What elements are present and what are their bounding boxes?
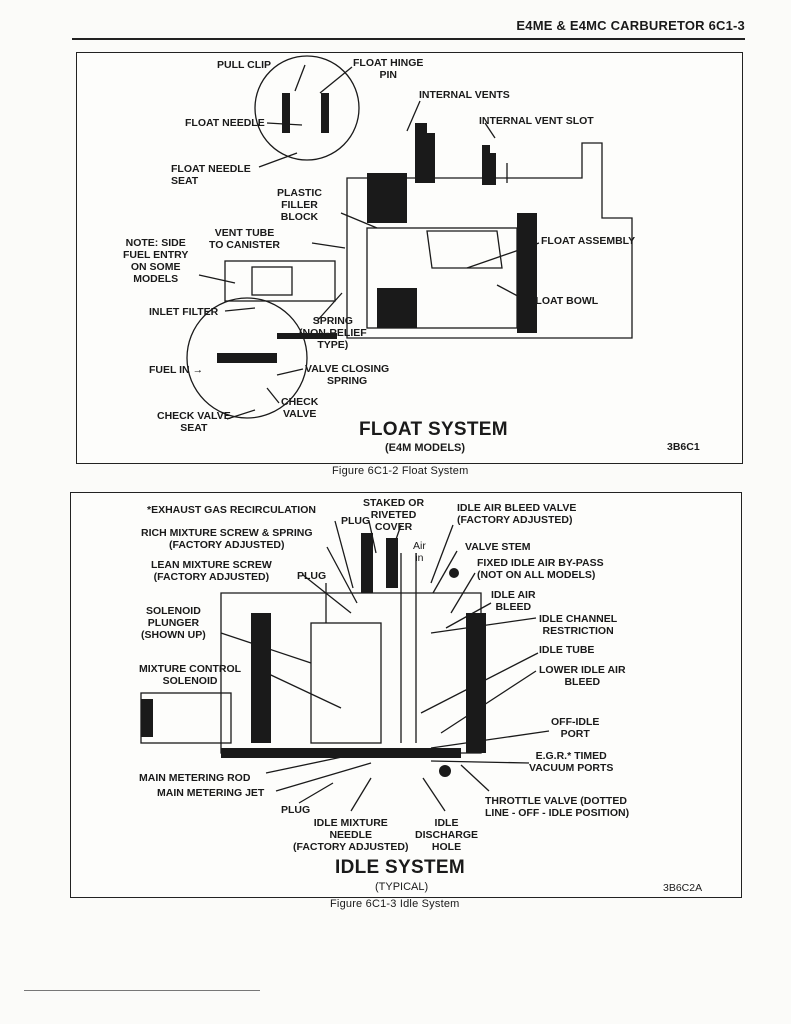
figure2-subtitle: (TYPICAL) <box>375 881 429 893</box>
label-main-metering-rod: MAIN METERING ROD <box>139 772 251 784</box>
label-float-bowl: FLOAT BOWL <box>529 295 599 307</box>
idle-system-drawing <box>140 520 550 812</box>
float-system-drawing <box>186 55 633 420</box>
label-valve-stem: VALVE STEM <box>465 541 531 553</box>
label-float-assembly: FLOAT ASSEMBLY <box>541 235 636 247</box>
label-idle-mixture-needle: IDLE MIXTURE NEEDLE (FACTORY ADJUSTED) <box>293 817 409 853</box>
figure2-code: 3B6C2A <box>663 882 703 894</box>
label-idle-air-bleed: IDLE AIR BLEED <box>491 589 536 613</box>
label-air-in: Air in <box>413 540 426 564</box>
label-spring-non-relief: SPRING (NON-RELIEF TYPE) <box>299 315 367 351</box>
label-off-idle-port: OFF-IDLE PORT <box>551 716 600 740</box>
label-plug-mid: PLUG <box>297 570 327 582</box>
label-idle-air-bleed-valve: IDLE AIR BLEED VALVE (FACTORY ADJUSTED) <box>457 502 577 526</box>
label-float-needle-seat: FLOAT NEEDLE SEAT <box>171 163 251 187</box>
label-valve-closing-spring: VALVE CLOSING SPRING <box>305 363 390 387</box>
label-throttle-valve: THROTTLE VALVE (DOTTED LINE - OFF - IDLE… <box>485 795 630 819</box>
arrow-right-icon: → <box>189 364 204 376</box>
float-system-figure: PULL CLIP FLOAT HINGE PIN INTERNAL VENTS… <box>76 52 743 464</box>
label-fixed-idle-air-bypass: FIXED IDLE AIR BY-PASS (NOT ON ALL MODEL… <box>477 557 604 581</box>
label-plug-top: PLUG <box>341 515 371 527</box>
label-lower-idle-air-bleed: LOWER IDLE AIR BLEED <box>539 664 626 688</box>
label-internal-vents: INTERNAL VENTS <box>419 89 510 101</box>
label-idle-channel-restriction: IDLE CHANNEL RESTRICTION <box>539 613 618 637</box>
label-idle-discharge-hole: IDLE DISCHARGE HOLE <box>415 817 479 853</box>
label-side-fuel-entry-note: NOTE: SIDE FUEL ENTRY ON SOME MODELS <box>123 237 189 285</box>
label-inlet-filter: INLET FILTER <box>149 306 219 318</box>
label-internal-vent-slot: INTERNAL VENT SLOT <box>479 115 594 127</box>
label-idle-tube: IDLE TUBE <box>539 644 595 656</box>
figure1-subtitle: (E4M MODELS) <box>385 442 466 454</box>
label-pull-clip: PULL CLIP <box>217 59 272 71</box>
label-lean-mixture-screw: LEAN MIXTURE SCREW (FACTORY ADJUSTED) <box>151 559 272 583</box>
idle-system-figure: *EXHAUST GAS RECIRCULATION STAKED OR RIV… <box>70 492 742 898</box>
label-plastic-filler-block: PLASTIC FILLER BLOCK <box>277 187 322 223</box>
label-solenoid-plunger: SOLENOID PLUNGER (SHOWN UP) <box>141 605 206 641</box>
figure1-code: 3B6C1 <box>667 441 700 453</box>
label-check-valve-seat: CHECK VALVE SEAT <box>157 410 231 434</box>
bottom-rule <box>24 990 260 991</box>
header-rule <box>72 38 745 40</box>
figure2-caption: Figure 6C1-3 Idle System <box>330 898 460 910</box>
label-staked-riveted-cover: STAKED OR RIVETED COVER <box>363 497 425 533</box>
label-vent-tube: VENT TUBE TO CANISTER <box>209 227 280 251</box>
label-check-valve: CHECK VALVE <box>281 396 319 420</box>
page-header: E4ME & E4MC CARBURETOR 6C1-3 <box>516 18 745 33</box>
figure1-title: FLOAT SYSTEM <box>359 419 508 440</box>
label-mixture-control-solenoid: MIXTURE CONTROL SOLENOID <box>139 663 242 687</box>
label-plug-bottom: PLUG <box>281 804 311 816</box>
label-main-metering-jet: MAIN METERING JET <box>157 787 265 799</box>
label-float-hinge-pin: FLOAT HINGE PIN <box>353 57 424 81</box>
label-egr-timed-vacuum-ports: E.G.R.* TIMED VACUUM PORTS <box>529 750 614 774</box>
figure1-caption: Figure 6C1-2 Float System <box>332 465 469 477</box>
label-float-needle: FLOAT NEEDLE <box>185 117 265 129</box>
label-fuel-in: FUEL IN → <box>149 364 204 376</box>
label-egr-note: *EXHAUST GAS RECIRCULATION <box>147 504 316 516</box>
figure2-title: IDLE SYSTEM <box>335 857 465 878</box>
label-rich-mixture-screw: RICH MIXTURE SCREW & SPRING (FACTORY ADJ… <box>141 527 313 551</box>
